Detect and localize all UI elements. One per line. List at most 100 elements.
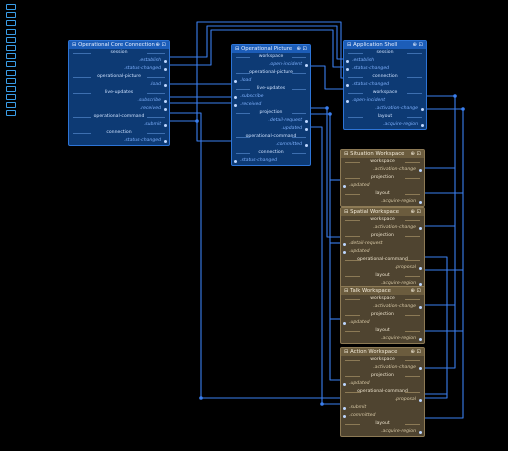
output-port[interactable]: .activation-change: [344, 105, 426, 113]
port-dot-icon[interactable]: [343, 250, 346, 254]
node-controls-icon[interactable]: ⊕ ⊡: [296, 46, 307, 52]
output-port[interactable]: .committed: [232, 141, 310, 149]
tools-icon[interactable]: [6, 85, 16, 92]
node-spa[interactable]: ⊟ Spatial Workspace⊕ ⊡workspace.activati…: [340, 207, 425, 289]
port-dot-icon[interactable]: [234, 159, 237, 163]
grid-icon[interactable]: [6, 20, 16, 27]
node-controls-icon[interactable]: ⊕ ⊡: [410, 288, 421, 294]
input-port[interactable]: .establish: [344, 57, 426, 65]
output-port[interactable]: .received: [69, 105, 169, 113]
node-act[interactable]: ⊟ Action Workspace⊕ ⊡workspace.activatio…: [340, 347, 425, 437]
move-icon[interactable]: [6, 4, 16, 10]
output-port[interactable]: .activation-change: [341, 364, 424, 372]
port-dot-icon[interactable]: [234, 103, 237, 107]
port-dot-icon[interactable]: [305, 63, 308, 67]
port-dot-icon[interactable]: [305, 127, 308, 131]
port-dot-icon[interactable]: [419, 282, 422, 286]
port-dot-icon[interactable]: [343, 406, 346, 410]
node-controls-icon[interactable]: ⊕ ⊡: [410, 349, 421, 355]
port-dot-icon[interactable]: [421, 107, 424, 111]
node-header[interactable]: ⊟ Operational Core Connection⊕ ⊡: [69, 41, 169, 49]
node-header[interactable]: ⊟ Application Shell⊕ ⊡: [344, 41, 426, 49]
node-icon[interactable]: [6, 28, 16, 35]
port-dot-icon[interactable]: [419, 366, 422, 370]
input-port[interactable]: .open-incident: [344, 97, 426, 105]
node-header[interactable]: ⊟ Operational Picture⊕ ⊡: [232, 45, 310, 53]
port-dot-icon[interactable]: [164, 59, 167, 63]
node-controls-icon[interactable]: ⊕ ⊡: [155, 42, 166, 48]
input-port[interactable]: .submit: [341, 404, 424, 412]
port-dot-icon[interactable]: [305, 119, 308, 123]
port-dot-icon[interactable]: [419, 398, 422, 402]
port-dot-icon[interactable]: [419, 305, 422, 309]
folder-icon[interactable]: [6, 69, 16, 76]
port-dot-icon[interactable]: [234, 79, 237, 83]
port-dot-icon[interactable]: [164, 107, 167, 111]
output-port[interactable]: .open-incident: [232, 61, 310, 69]
port-dot-icon[interactable]: [343, 184, 346, 188]
port-dot-icon[interactable]: [419, 168, 422, 172]
frame-icon[interactable]: [6, 36, 16, 43]
select-icon[interactable]: [6, 12, 16, 19]
link-icon[interactable]: [6, 53, 16, 60]
save-icon[interactable]: [6, 102, 16, 109]
port-dot-icon[interactable]: [419, 266, 422, 270]
output-port[interactable]: .load: [69, 81, 169, 89]
node-op[interactable]: ⊟ Operational Picture⊕ ⊡workspace.open-i…: [231, 44, 311, 166]
output-port[interactable]: .activation-change: [341, 224, 424, 232]
node-app[interactable]: ⊟ Application Shell⊕ ⊡session.establish.…: [343, 40, 427, 130]
port-dot-icon[interactable]: [164, 67, 167, 71]
output-port[interactable]: .updated: [232, 125, 310, 133]
input-port[interactable]: .received: [232, 101, 310, 109]
input-port[interactable]: .updated: [341, 248, 424, 256]
output-port[interactable]: .acquire-region: [344, 121, 426, 129]
node-tal[interactable]: ⊟ Talk Workspace⊕ ⊡workspace.activation-…: [340, 286, 425, 344]
port-dot-icon[interactable]: [164, 83, 167, 87]
port-dot-icon[interactable]: [419, 200, 422, 204]
input-port[interactable]: .status-changed: [232, 157, 310, 165]
node-controls-icon[interactable]: ⊕ ⊡: [412, 42, 423, 48]
input-port[interactable]: .detail-request: [341, 240, 424, 248]
node-header[interactable]: ⊟ Action Workspace⊕ ⊡: [341, 348, 424, 356]
port-dot-icon[interactable]: [343, 382, 346, 386]
pin-icon[interactable]: [6, 61, 16, 68]
output-port[interactable]: .submit: [69, 121, 169, 129]
output-port[interactable]: .detail-request: [232, 117, 310, 125]
output-port[interactable]: .acquire-region: [341, 428, 424, 436]
node-header[interactable]: ⊟ Spatial Workspace⊕ ⊡: [341, 208, 424, 216]
export-icon[interactable]: [6, 110, 16, 117]
input-port[interactable]: .load: [232, 77, 310, 85]
output-port[interactable]: .proposal: [341, 264, 424, 272]
port-dot-icon[interactable]: [346, 83, 349, 87]
output-port[interactable]: .acquire-region: [341, 198, 424, 206]
output-port[interactable]: .establish: [69, 57, 169, 65]
input-port[interactable]: .updated: [341, 319, 424, 327]
tag-icon[interactable]: [6, 77, 16, 84]
output-port[interactable]: .subscribe: [69, 97, 169, 105]
input-port[interactable]: .updated: [341, 182, 424, 190]
port-dot-icon[interactable]: [346, 67, 349, 71]
output-port[interactable]: .activation-change: [341, 303, 424, 311]
input-port[interactable]: .status-changed: [344, 81, 426, 89]
port-dot-icon[interactable]: [421, 123, 424, 127]
output-port[interactable]: .acquire-region: [341, 335, 424, 343]
node-occ[interactable]: ⊟ Operational Core Connection⊕ ⊡session.…: [68, 40, 170, 146]
output-port[interactable]: .status-changed: [69, 65, 169, 73]
port-dot-icon[interactable]: [343, 321, 346, 325]
arrow-icon[interactable]: [6, 44, 16, 51]
port-dot-icon[interactable]: [234, 95, 237, 99]
node-header[interactable]: ⊟ Situation Workspace⊕ ⊡: [341, 150, 424, 158]
port-dot-icon[interactable]: [164, 99, 167, 103]
port-dot-icon[interactable]: [343, 414, 346, 418]
port-dot-icon[interactable]: [419, 226, 422, 230]
port-dot-icon[interactable]: [419, 430, 422, 434]
gear-icon[interactable]: [6, 94, 16, 101]
input-port[interactable]: .status-changed: [344, 65, 426, 73]
node-controls-icon[interactable]: ⊕ ⊡: [410, 209, 421, 215]
port-dot-icon[interactable]: [346, 59, 349, 63]
port-dot-icon[interactable]: [164, 139, 167, 143]
node-header[interactable]: ⊟ Talk Workspace⊕ ⊡: [341, 287, 424, 295]
input-port[interactable]: .subscribe: [232, 93, 310, 101]
output-port[interactable]: .activation-change: [341, 166, 424, 174]
node-sit[interactable]: ⊟ Situation Workspace⊕ ⊡workspace.activa…: [340, 149, 425, 207]
